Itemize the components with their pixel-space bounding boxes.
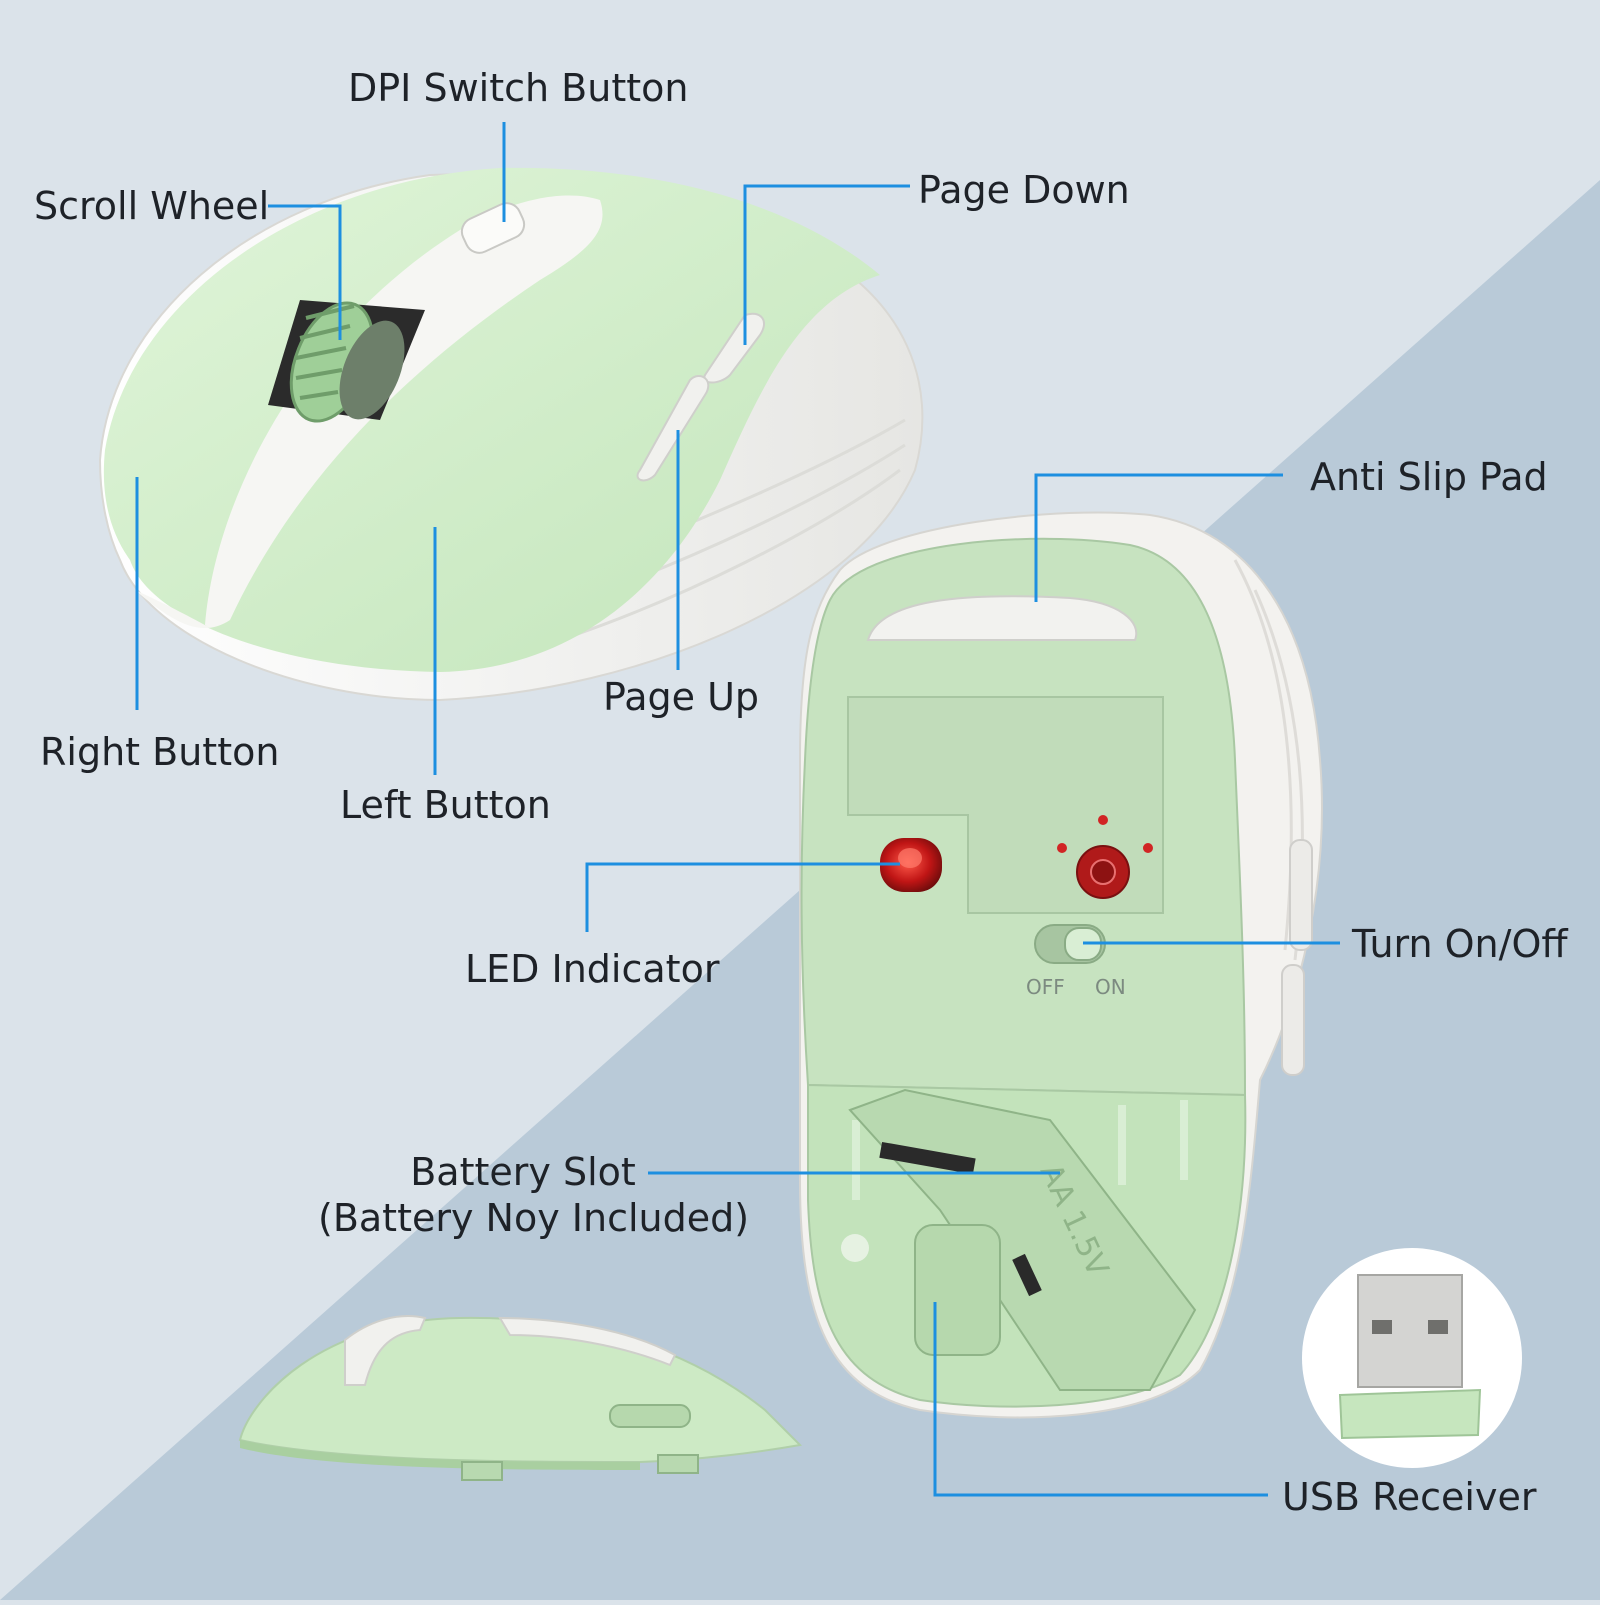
callout-usb bbox=[933, 1302, 1268, 1497]
power-switch: OFF ON bbox=[1026, 924, 1126, 999]
callout-scroll bbox=[268, 204, 342, 340]
label-dpi-switch-button: DPI Switch Button bbox=[348, 66, 689, 110]
battery-holder: AA 1.5V bbox=[841, 1088, 1197, 1391]
anti-slip-pad bbox=[866, 595, 1138, 641]
callout-lines bbox=[135, 122, 1340, 1497]
battery-cover bbox=[238, 1315, 803, 1481]
usb-receiver bbox=[1302, 1248, 1522, 1468]
label-battery-slot-line1: Battery Slot bbox=[410, 1150, 636, 1194]
label-anti-slip-pad: Anti Slip Pad bbox=[1310, 455, 1548, 499]
label-scroll-wheel: Scroll Wheel bbox=[34, 184, 270, 228]
switch-on-label: ON bbox=[1095, 975, 1126, 999]
switch-off-label: OFF bbox=[1026, 975, 1065, 999]
mouse-top-view bbox=[98, 167, 924, 702]
dpi-switch-button bbox=[460, 202, 526, 254]
callout-page-down bbox=[743, 184, 910, 345]
label-led-indicator: LED Indicator bbox=[465, 947, 720, 991]
label-right-button: Right Button bbox=[40, 730, 280, 774]
label-page-down: Page Down bbox=[918, 168, 1130, 212]
label-turn-on-off: Turn On/Off bbox=[1352, 922, 1568, 966]
side-button-upper bbox=[1289, 839, 1313, 951]
page-up-button bbox=[636, 375, 710, 482]
label-battery-slot-line2: (Battery Noy Included) bbox=[318, 1195, 750, 1240]
mouse-bottom-view: OFF ON AA 1.5V bbox=[798, 511, 1323, 1419]
callout-anti-slip bbox=[1034, 473, 1283, 602]
label-usb-receiver: USB Receiver bbox=[1282, 1475, 1537, 1519]
scroll-wheel bbox=[289, 301, 405, 423]
optical-sensor bbox=[1057, 815, 1153, 899]
side-button-lower bbox=[1281, 964, 1305, 1076]
callout-led bbox=[585, 862, 900, 932]
led-indicator bbox=[880, 838, 942, 892]
label-battery-slot: Battery Slot (Battery Noy Included) bbox=[318, 1150, 750, 1241]
label-page-up: Page Up bbox=[603, 675, 760, 719]
usb-receiver-storage bbox=[914, 1224, 1001, 1356]
mouse-green-top bbox=[103, 167, 880, 672]
label-left-button: Left Button bbox=[340, 783, 551, 827]
